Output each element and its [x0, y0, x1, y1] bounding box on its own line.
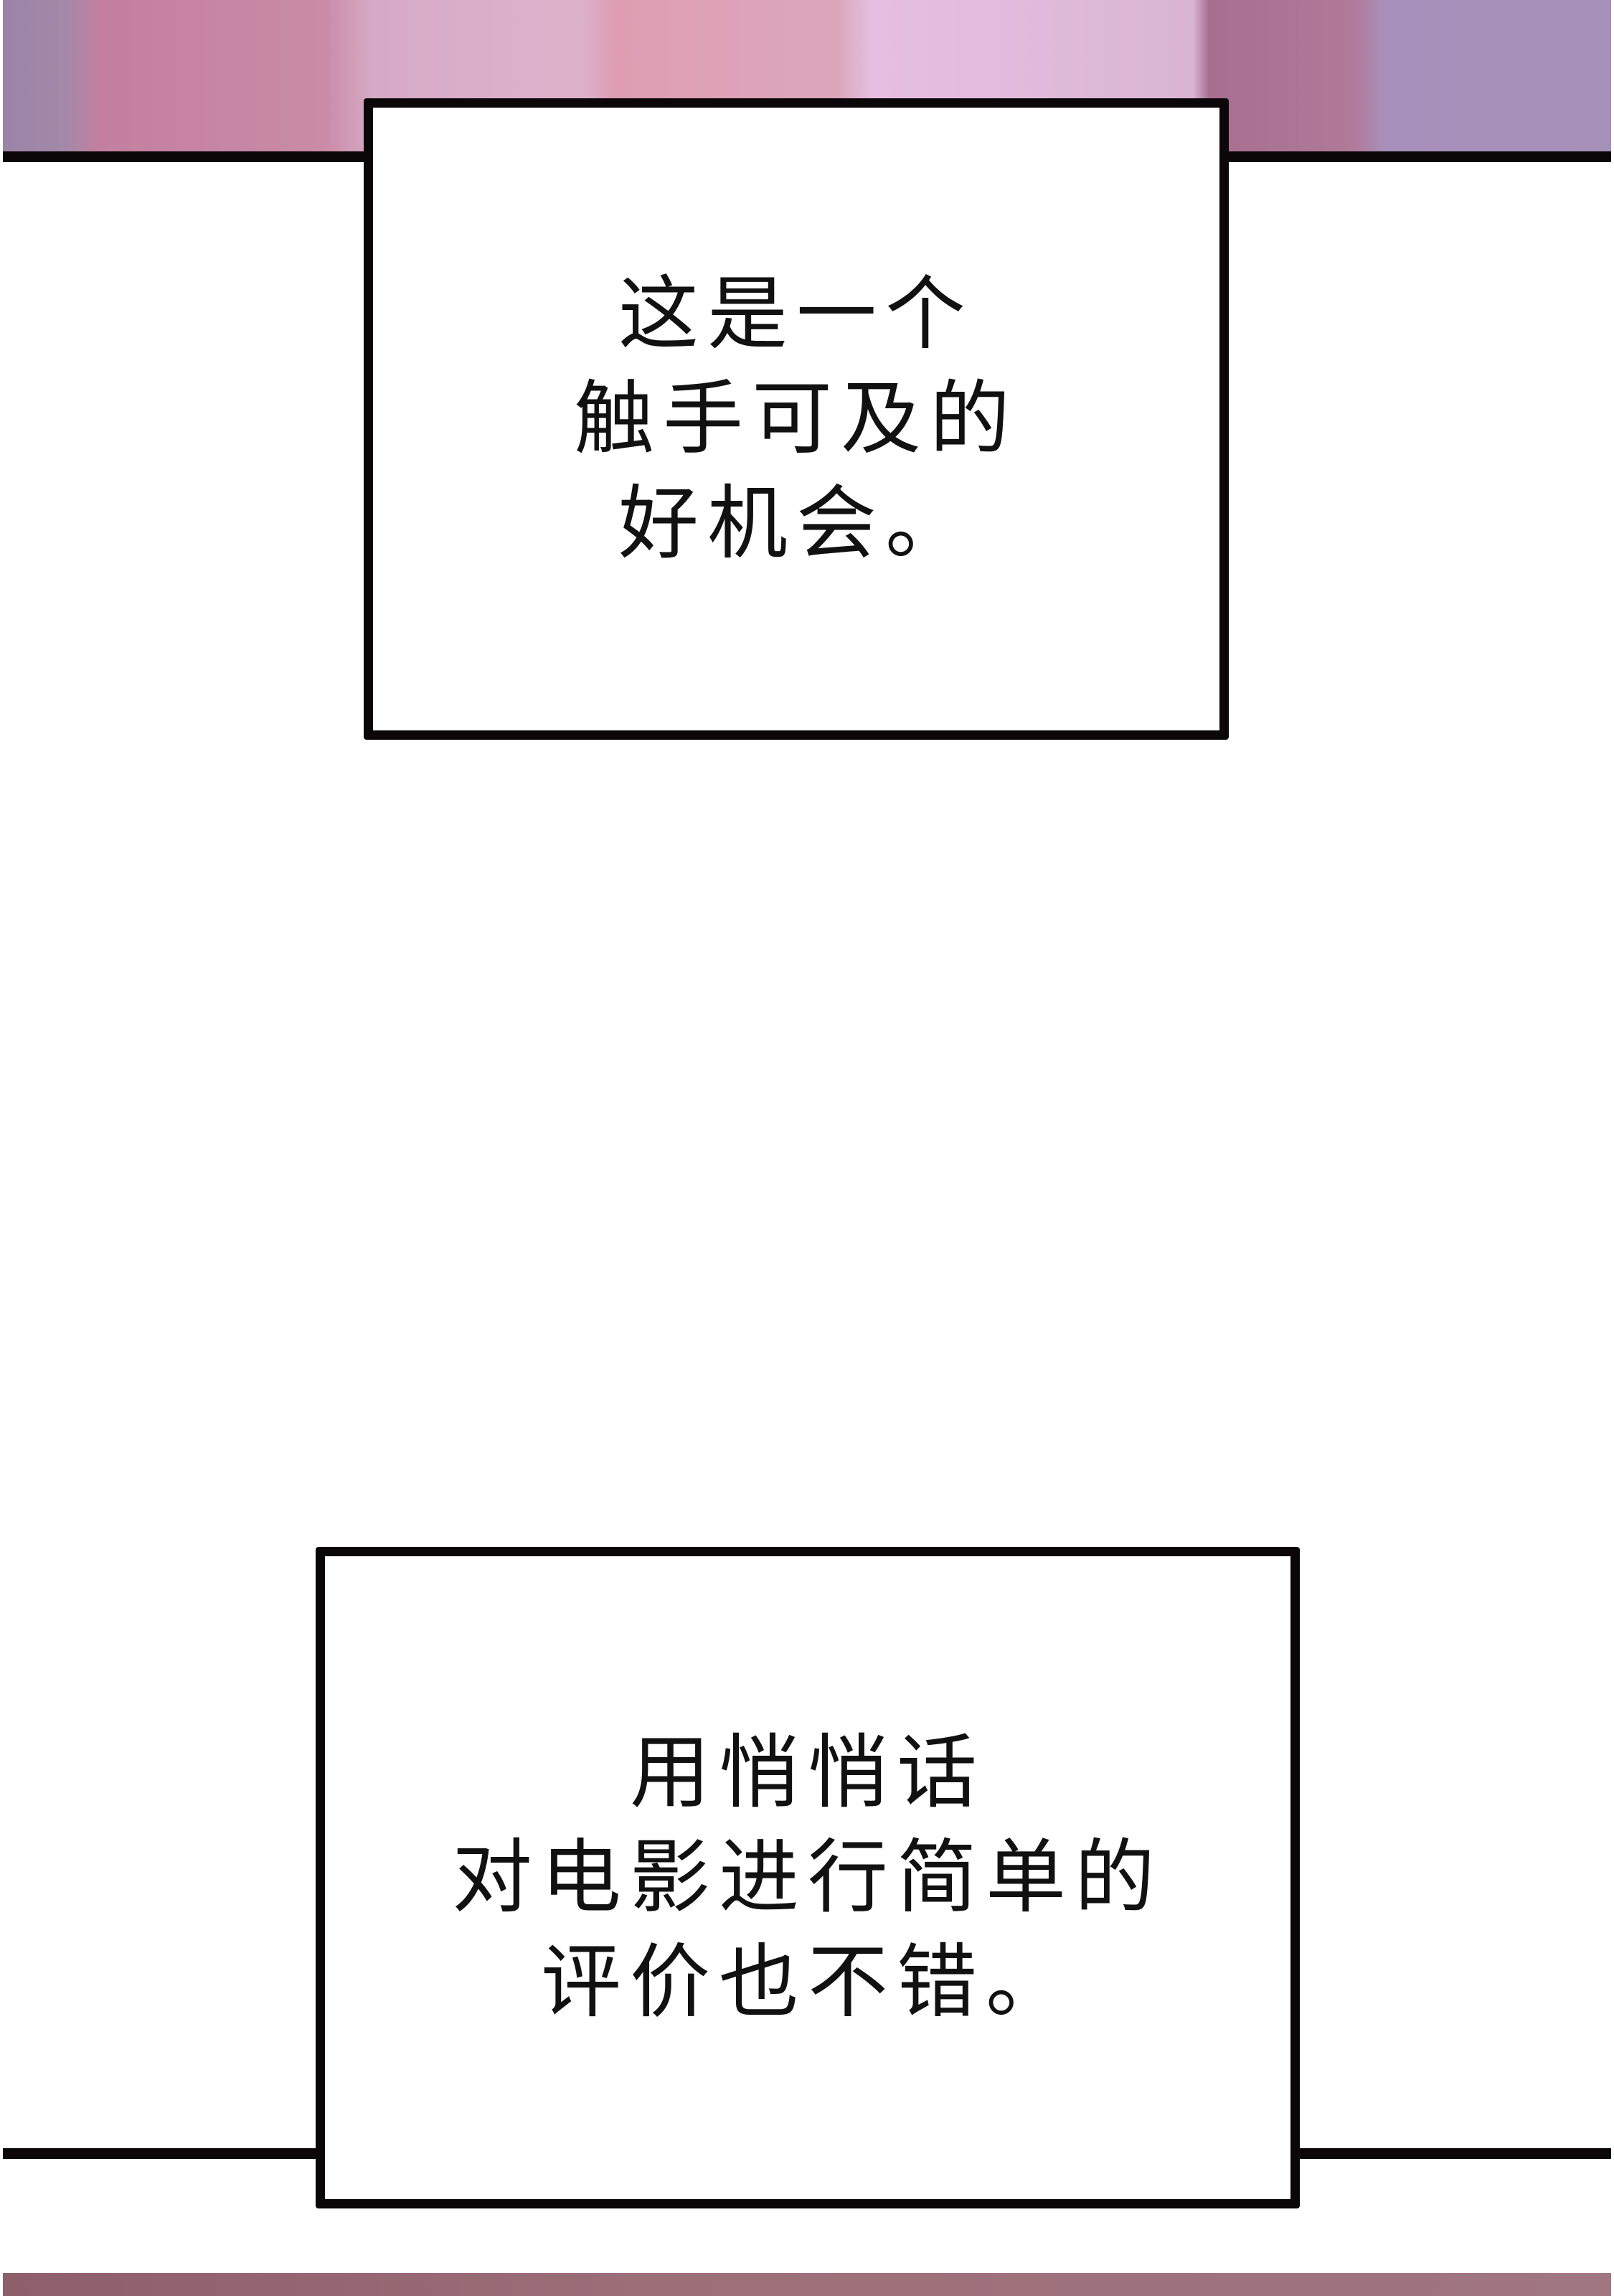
caption-line: 这是一个 — [618, 268, 974, 361]
caption-line: 评价也不错。 — [541, 1936, 1075, 2029]
caption-line: 用悄悄话 — [630, 1726, 986, 1820]
comic-panel-art-bottom — [3, 2273, 1611, 2296]
caption-box-2: 用悄悄话 对电影进行简单的 评价也不错。 — [316, 1547, 1300, 2208]
caption-line: 好机会。 — [618, 477, 974, 570]
caption-line: 触手可及的 — [574, 372, 1019, 466]
caption-box-1: 这是一个 触手可及的 好机会。 — [364, 98, 1229, 740]
caption-line: 对电影进行简单的 — [452, 1831, 1164, 1924]
